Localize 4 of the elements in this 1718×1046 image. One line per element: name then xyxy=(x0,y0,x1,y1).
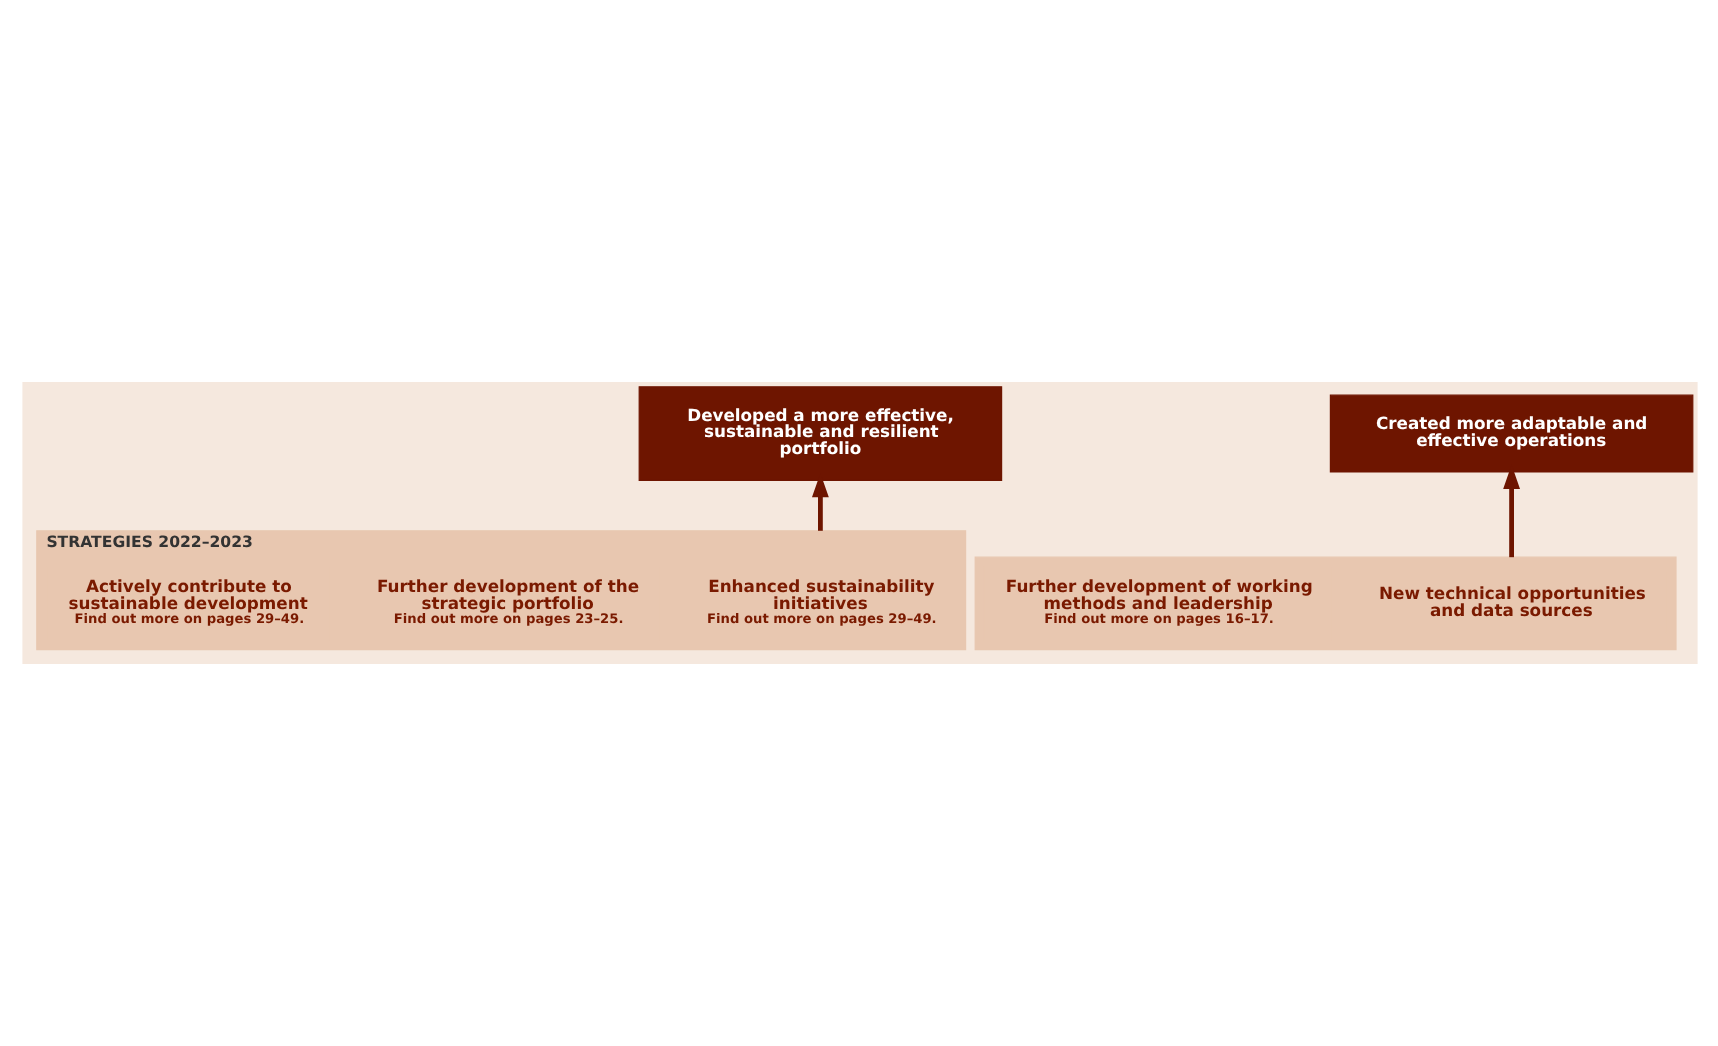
node-box: Created more adaptable and effective operations xyxy=(1328,394,1693,473)
node-box: Developed a more effective, sustainable and resilient portfolio xyxy=(637,386,1002,481)
node-text: New technical opportunities and data sources xyxy=(1378,582,1645,620)
cluster xyxy=(973,556,1676,651)
